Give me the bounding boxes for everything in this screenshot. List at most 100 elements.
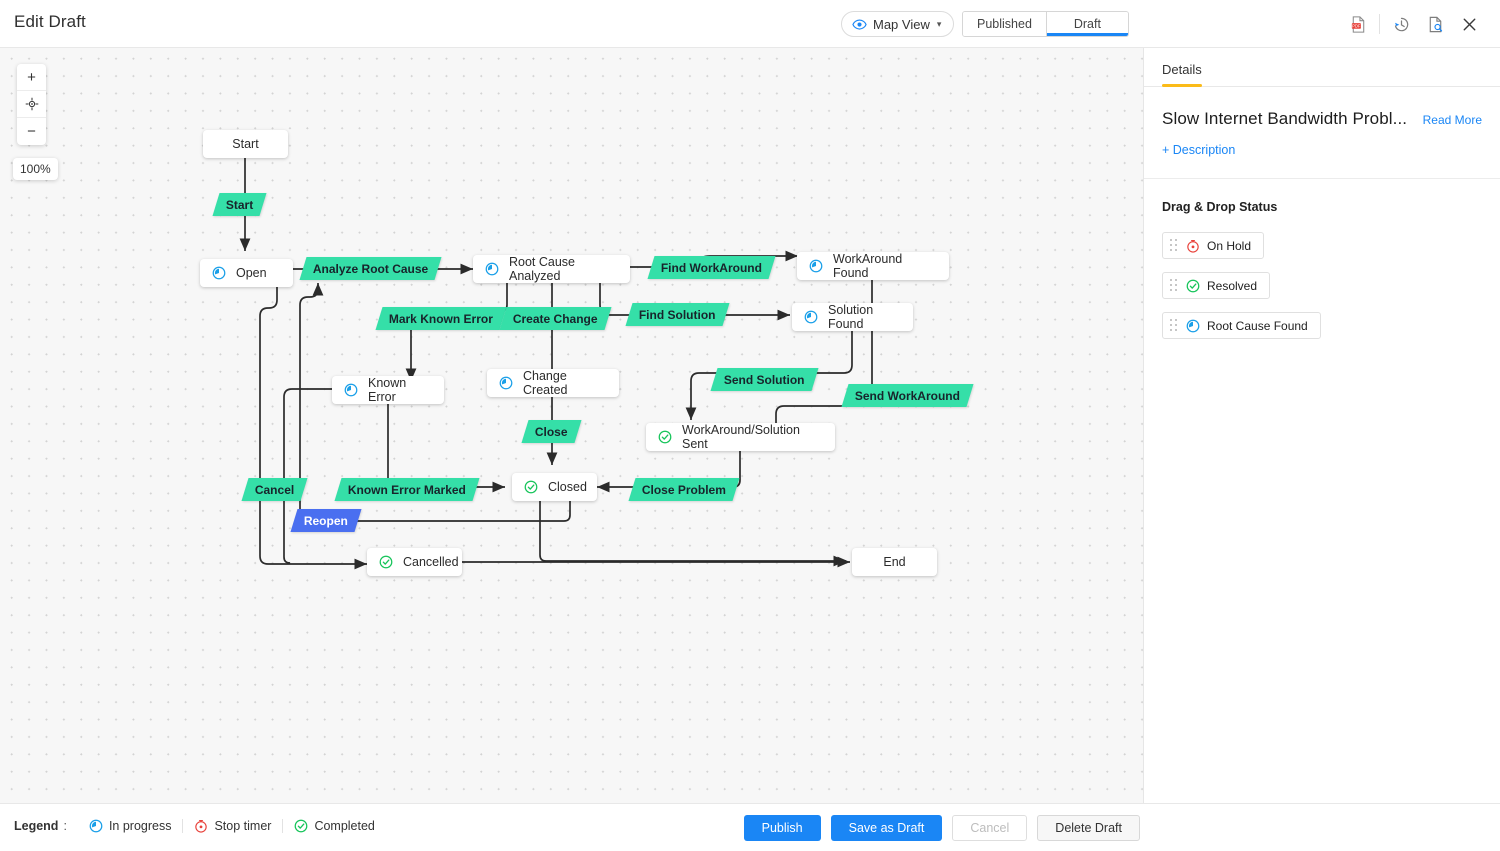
details-title-row: Slow Internet Bandwidth Probl... Read Mo… bbox=[1144, 87, 1500, 129]
details-panel: Details Slow Internet Bandwidth Probl...… bbox=[1144, 48, 1500, 803]
workflow-transition-t-cp[interactable]: Close Problem bbox=[628, 478, 740, 501]
workflow-transition-t-fs[interactable]: Find Solution bbox=[625, 303, 730, 326]
workflow-node-start[interactable]: Start bbox=[203, 130, 288, 158]
workflow-transition-label: Find Solution bbox=[639, 307, 716, 322]
read-more-link[interactable]: Read More bbox=[1422, 113, 1482, 127]
in-progress-icon bbox=[499, 376, 513, 390]
workflow-node-open[interactable]: Open bbox=[200, 259, 293, 287]
legend-item-stop-timer: Stop timer bbox=[183, 819, 284, 833]
workflow-node-end[interactable]: End bbox=[852, 548, 937, 576]
workflow-transition-label: Reopen bbox=[304, 513, 349, 528]
workflow-node-cancel[interactable]: Cancelled bbox=[367, 548, 462, 576]
legend-item-label: Stop timer bbox=[214, 819, 272, 833]
workflow-transition-t-start[interactable]: Start bbox=[212, 193, 267, 216]
map-view-label: Map View bbox=[873, 16, 930, 32]
workflow-transition-t-close[interactable]: Close bbox=[521, 420, 582, 443]
workflow-node-label: WorkAround Found bbox=[833, 252, 903, 280]
legend-label: Legend bbox=[14, 819, 59, 833]
status-chip-label: Root Cause Found bbox=[1207, 318, 1308, 333]
workflow-node-closed[interactable]: Closed bbox=[512, 473, 597, 501]
legend-item-in-progress: In progress bbox=[78, 819, 184, 833]
workflow-transition-label: Create Change bbox=[513, 311, 598, 326]
history-icon[interactable] bbox=[1384, 10, 1418, 38]
zoom-fit-button[interactable] bbox=[17, 91, 46, 118]
workflow-transition-t-ss[interactable]: Send Solution bbox=[710, 368, 819, 391]
drag-handle-icon[interactable] bbox=[1170, 279, 1179, 292]
status-chip-label: On Hold bbox=[1207, 238, 1252, 253]
workflow-node-label: Start bbox=[232, 137, 259, 151]
workflow-transition-t-arc[interactable]: Analyze Root Cause bbox=[299, 257, 442, 280]
workflow-transition-label: Send Solution bbox=[724, 372, 805, 387]
workflow-node-label: Closed bbox=[548, 480, 587, 494]
tab-published[interactable]: Published bbox=[963, 12, 1047, 36]
workflow-transition-t-cc[interactable]: Create Change bbox=[499, 307, 612, 330]
chevron-down-icon: ▾ bbox=[936, 18, 942, 29]
workflow-transition-t-mke[interactable]: Mark Known Error bbox=[375, 307, 507, 330]
in-progress-icon bbox=[344, 383, 358, 397]
workflow-transition-label: Cancel bbox=[255, 482, 295, 497]
stop-timer-icon bbox=[194, 819, 208, 833]
zoom-out-button[interactable]: − bbox=[27, 123, 36, 140]
tab-draft[interactable]: Draft bbox=[1046, 12, 1128, 36]
document-preview-icon[interactable] bbox=[1418, 10, 1452, 38]
in-progress-icon bbox=[1186, 319, 1200, 333]
completed-icon bbox=[1186, 279, 1200, 293]
drag-handle-icon[interactable] bbox=[1170, 319, 1179, 332]
divider bbox=[1379, 14, 1380, 34]
delete-draft-button[interactable]: Delete Draft bbox=[1037, 815, 1140, 841]
legend-item-label: In progress bbox=[108, 819, 172, 833]
workflow-node-kerror[interactable]: Known Error bbox=[332, 376, 444, 404]
legend-item-completed: Completed bbox=[283, 819, 375, 833]
version-tab-group: Published Draft bbox=[962, 11, 1129, 37]
legend-colon: : bbox=[63, 819, 67, 833]
workflow-transition-t-reopen[interactable]: Reopen bbox=[290, 509, 362, 532]
status-chip-resolved[interactable]: Resolved bbox=[1162, 272, 1271, 299]
tab-details[interactable]: Details bbox=[1162, 62, 1202, 87]
workflow-node-rca[interactable]: Root Cause Analyzed bbox=[473, 255, 630, 283]
workflow-node-label: Open bbox=[236, 266, 267, 280]
workflow-transition-t-kem[interactable]: Known Error Marked bbox=[334, 478, 480, 501]
workflow-transition-t-cancel[interactable]: Cancel bbox=[241, 478, 308, 501]
legend-item-label: Completed bbox=[314, 819, 375, 833]
divider bbox=[1144, 178, 1500, 179]
map-view-button[interactable]: Map View ▾ bbox=[841, 11, 955, 37]
workflow-transition-t-fwa[interactable]: Find WorkAround bbox=[647, 256, 776, 279]
pdf-icon[interactable]: PDF bbox=[1341, 10, 1375, 38]
status-chip-root-cause-found[interactable]: Root Cause Found bbox=[1162, 312, 1321, 339]
drag-handle-icon[interactable] bbox=[1170, 239, 1179, 252]
workflow-canvas[interactable]: + − 100% bbox=[0, 48, 1143, 803]
workflow-node-label: WorkAround/Solution Sent bbox=[682, 423, 800, 451]
workflow-node-label: End bbox=[883, 555, 906, 569]
workflow-node-label: Known Error bbox=[368, 376, 407, 404]
save-as-draft-button[interactable]: Save as Draft bbox=[830, 815, 943, 841]
add-description-link[interactable]: + Description bbox=[1162, 143, 1236, 157]
zoom-in-button[interactable]: + bbox=[17, 64, 46, 91]
workflow-node-label: Solution Found bbox=[828, 303, 874, 331]
workflow-transition-label: Known Error Marked bbox=[348, 482, 467, 497]
workflow-node-label: Change Created bbox=[523, 369, 568, 397]
workflow-node-label: Root Cause Analyzed bbox=[509, 255, 576, 283]
workflow-transition-t-swa[interactable]: Send WorkAround bbox=[841, 384, 974, 407]
workflow-transition-label: Start bbox=[226, 197, 254, 212]
app-header: Edit Draft Map View ▾ Published Draft bbox=[0, 0, 1500, 48]
workflow-transition-label: Analyze Root Cause bbox=[313, 261, 429, 276]
workflow-node-chgcre[interactable]: Change Created bbox=[487, 369, 619, 397]
status-chip-on-hold[interactable]: On Hold bbox=[1162, 232, 1265, 259]
workflow-transition-label: Send WorkAround bbox=[855, 388, 961, 403]
close-icon[interactable] bbox=[1452, 10, 1486, 38]
workflow-transition-label: Close bbox=[535, 424, 568, 439]
publish-button[interactable]: Publish bbox=[743, 815, 821, 841]
zoom-level-label: 100% bbox=[13, 158, 58, 180]
in-progress-icon bbox=[485, 262, 499, 276]
in-progress-icon bbox=[809, 259, 823, 273]
stop-timer-icon bbox=[1186, 239, 1200, 253]
workflow-node-solfound[interactable]: Solution Found bbox=[792, 303, 913, 331]
workflow-node-wafound[interactable]: WorkAround Found bbox=[797, 252, 949, 280]
request-title: Slow Internet Bandwidth Probl... bbox=[1162, 109, 1408, 128]
status-chip-label: Resolved bbox=[1207, 278, 1258, 293]
workflow-node-wass[interactable]: WorkAround/Solution Sent bbox=[646, 423, 835, 451]
header-icon-group: PDF bbox=[1341, 10, 1486, 38]
svg-text:PDF: PDF bbox=[1352, 23, 1361, 28]
